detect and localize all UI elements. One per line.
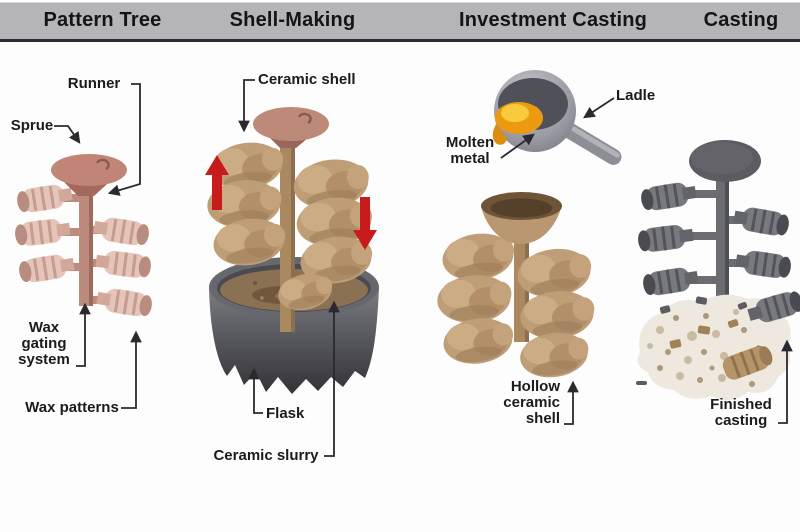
section-title-casting: Casting — [703, 9, 779, 31]
flask-body — [209, 288, 379, 394]
ceramic-shell-label: Ceramic shell — [258, 71, 356, 88]
broken-shell-debris — [636, 294, 791, 401]
wax-pattern-tree-illustration — [12, 154, 156, 320]
wax-gating-callout-line — [76, 302, 91, 367]
section-title-shell-making: Shell-Making — [229, 9, 356, 31]
wax-patterns-callout-line — [121, 330, 142, 409]
hollow-shell-callout-line — [564, 380, 579, 425]
wax-patterns-label: Wax patterns — [25, 399, 119, 416]
finished-casting-illustration — [635, 140, 800, 401]
shell-making-illustration — [205, 107, 379, 394]
ceramic-slurry-callout-line — [324, 300, 340, 457]
pour-spout — [492, 124, 507, 145]
runner-label: Runner — [67, 75, 121, 92]
sprue-label: Sprue — [10, 117, 54, 134]
ladle-label: Ladle — [616, 87, 656, 104]
red-up-arrow-icon — [205, 155, 229, 210]
runner-callout-line — [107, 83, 141, 196]
section-title-pattern-tree: Pattern Tree — [43, 9, 162, 31]
finished-casting-label: Finished casting — [710, 396, 772, 429]
ladle-illustration — [492, 70, 622, 165]
pour-cup — [51, 154, 127, 186]
flask-callout-line — [248, 367, 263, 414]
molten-metal-callout-line — [500, 133, 535, 159]
ceramic-slurry-label: Ceramic slurry — [213, 447, 319, 464]
pour-cup — [253, 107, 329, 141]
ceramic-shell-callout-line — [238, 79, 255, 133]
hollow-ceramic-shell-label: Hollow ceramic shell — [503, 378, 560, 427]
red-down-arrow-icon — [353, 197, 377, 250]
ladle-callout-line — [583, 97, 615, 119]
finished-casting-callout-line — [778, 339, 793, 424]
molten-metal-label: Molten metal — [445, 134, 495, 167]
wax-gating-system-label: Wax gating system — [18, 319, 70, 368]
sprue-callout-line — [54, 125, 81, 144]
hollow-ceramic-shell-illustration — [435, 192, 598, 382]
flask-label: Flask — [266, 405, 305, 422]
stage-header-bar: Pattern Tree Shell-Making Investment Cas… — [0, 2, 800, 42]
section-title-investment-casting: Investment Casting — [458, 9, 648, 31]
